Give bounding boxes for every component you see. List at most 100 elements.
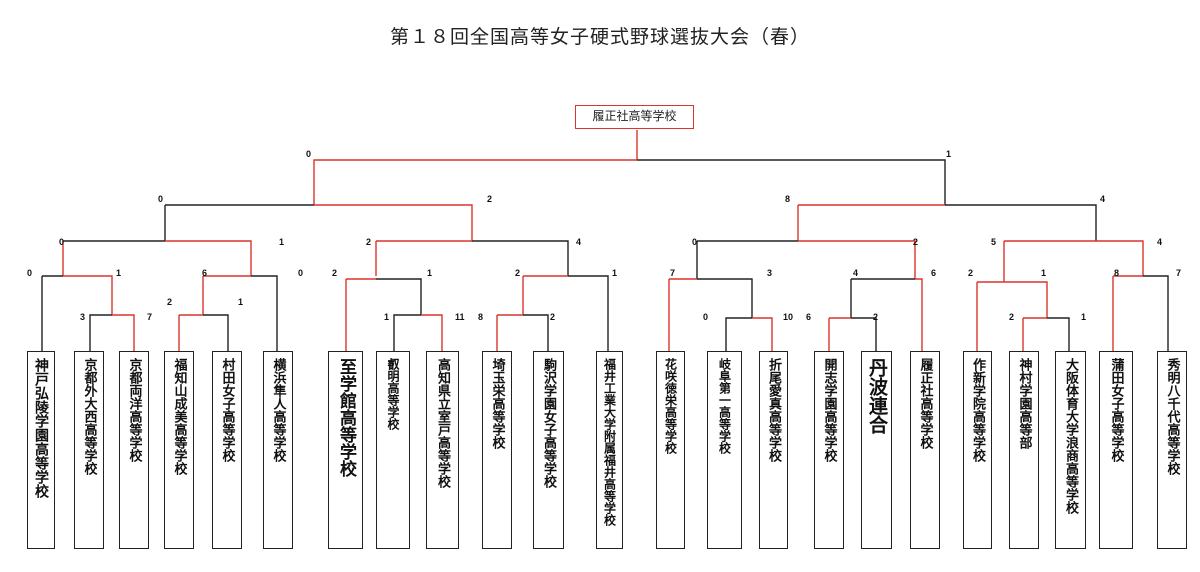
team-box: 埼玉栄高等学校 <box>482 351 512 549</box>
bracket-line <box>472 240 569 276</box>
team-name: 至学館高等学校 <box>336 358 356 477</box>
score-label: 2 <box>1009 312 1015 322</box>
score-label: 10 <box>783 312 794 322</box>
team-box: 福井工業大学附属福井高等学校 <box>596 351 623 549</box>
score-label: 2 <box>550 312 556 322</box>
team-box: 駒沢学園女子高等学校 <box>533 351 564 549</box>
score-label: 8 <box>478 312 484 322</box>
team-name: 岐阜第一高等学校 <box>717 358 732 454</box>
team-name: 京都両洋高等学校 <box>126 358 142 462</box>
score-label: 4 <box>1100 194 1106 204</box>
score-label: 4 <box>576 237 582 247</box>
score-label: 8 <box>1114 268 1120 278</box>
team-box: 至学館高等学校 <box>328 351 363 549</box>
score-label: 1 <box>384 312 390 322</box>
bracket-line <box>752 317 773 351</box>
team-box: 丹波連合 <box>861 351 892 549</box>
team-box: 横浜隼人高等学校 <box>263 351 293 549</box>
team-box: 叡明高等学校 <box>376 351 410 549</box>
score-label: 2 <box>913 237 919 247</box>
team-box: 開志学園高等学校 <box>814 351 844 549</box>
bracket-line <box>1143 275 1169 351</box>
team-box: 神村学園高等部 <box>1009 351 1039 549</box>
team-name: 履正社高等学校 <box>917 358 933 449</box>
bracket-line <box>945 204 1097 241</box>
team-box: 蒲田女子高等学校 <box>1099 351 1133 549</box>
bracket-line <box>314 204 473 241</box>
score-label: 0 <box>27 268 33 278</box>
team-name: 大阪体育大学浪商高等学校 <box>1063 358 1078 514</box>
score-label: 0 <box>692 237 698 247</box>
bracket-line <box>165 240 252 276</box>
score-label: 2 <box>515 268 521 278</box>
score-label: 7 <box>147 312 153 322</box>
bracket-line <box>89 314 112 351</box>
team-box: 大阪体育大学浪商高等学校 <box>1055 351 1086 549</box>
team-box: 作新学院高等学校 <box>963 351 992 549</box>
score-label: 11 <box>455 312 465 322</box>
bracket-line <box>251 275 278 351</box>
score-label: 6 <box>806 312 812 322</box>
team-name: 作新学院高等学校 <box>970 358 985 462</box>
score-label: 3 <box>80 312 86 322</box>
team-name: 神村学園高等部 <box>1016 358 1032 449</box>
score-label: 5 <box>991 237 997 247</box>
team-name: 叡明高等学校 <box>386 358 400 430</box>
score-label: 0 <box>59 237 65 247</box>
final-right-arm <box>637 159 946 205</box>
team-box: 折尾愛真高等学校 <box>759 351 788 549</box>
team-name: 神戸弘陵学園高等学校 <box>33 358 49 498</box>
bracket-line <box>112 314 135 351</box>
team-name: 村田女子高等学校 <box>219 358 235 462</box>
score-label: 6 <box>202 268 208 278</box>
team-box: 京都外大西高等学校 <box>74 351 104 549</box>
score-label: 6 <box>931 268 937 278</box>
team-name: 折尾愛真高等学校 <box>766 358 781 462</box>
bracket-line <box>915 278 923 351</box>
score-label: 8 <box>785 194 791 204</box>
score-label: 0 <box>306 149 312 159</box>
team-box: 村田女子高等学校 <box>212 351 242 549</box>
team-name: 蒲田女子高等学校 <box>1108 358 1124 462</box>
score-label: 1 <box>116 268 122 278</box>
bracket-line <box>1004 281 1048 318</box>
team-box: 神戸弘陵学園高等学校 <box>27 351 55 549</box>
score-label: 2 <box>873 312 879 322</box>
team-name: 福井工業大学附属福井高等学校 <box>602 358 617 526</box>
team-name: 丹波連合 <box>866 358 888 434</box>
team-box: 岐阜第一高等学校 <box>707 351 742 549</box>
score-label: 1 <box>946 149 952 159</box>
final-left-arm <box>313 159 637 205</box>
team-name: 花咲徳栄高等学校 <box>663 358 678 454</box>
bracket-line <box>1047 317 1070 351</box>
bracket-line <box>203 314 229 351</box>
score-label: 4 <box>1157 237 1163 247</box>
bracket-line <box>1096 240 1144 276</box>
score-label: 2 <box>366 237 372 247</box>
bracket-line <box>568 275 609 351</box>
team-box: 秀明八千代高等学校 <box>1157 351 1187 549</box>
bracket-line <box>725 317 752 351</box>
bracket-line <box>376 278 422 315</box>
team-name: 福知山成美高等学校 <box>171 358 187 475</box>
score-label: 0 <box>158 194 164 204</box>
team-name: 開志学園高等学校 <box>821 358 837 462</box>
bracket-line <box>421 314 443 351</box>
score-label: 0 <box>703 312 709 322</box>
score-label: 1 <box>238 297 244 307</box>
team-box: 高知県立室戸高等学校 <box>426 351 459 549</box>
tournament-title: 第１８回全国高等女子硬式野球選抜大会（春） <box>389 26 810 48</box>
score-label: 2 <box>332 268 338 278</box>
score-label: 1 <box>1081 312 1087 322</box>
bracket-line <box>697 278 753 318</box>
score-label: 1 <box>427 268 433 278</box>
score-label: 1 <box>279 237 285 247</box>
score-label: 1 <box>1041 268 1047 278</box>
team-box: 福知山成美高等学校 <box>164 351 194 549</box>
champion-box: 履正社高等学校 <box>575 105 694 129</box>
bracket-line <box>851 317 877 351</box>
team-name: 横浜隼人高等学校 <box>270 358 286 462</box>
score-label: 7 <box>1176 268 1182 278</box>
score-label: 4 <box>853 268 859 278</box>
